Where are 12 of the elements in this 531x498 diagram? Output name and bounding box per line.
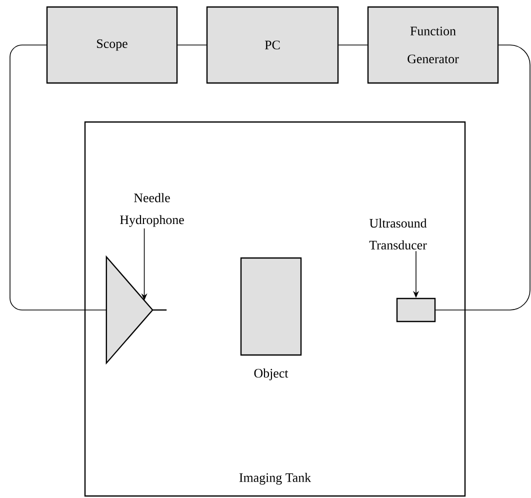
cable <box>435 44 530 310</box>
cable <box>338 44 368 46</box>
part-label: Ultrasound Transducer <box>369 218 427 250</box>
device-box: Scope <box>46 6 178 84</box>
device-box: PC <box>206 6 339 84</box>
object-box: Object <box>240 257 302 380</box>
part-label: Needle Hydrophone <box>120 193 184 227</box>
transducer-box <box>396 298 436 322</box>
cable <box>177 44 207 46</box>
node-label: Object <box>254 368 288 380</box>
cable <box>10 44 107 310</box>
device-box: Function Generator <box>367 6 499 84</box>
